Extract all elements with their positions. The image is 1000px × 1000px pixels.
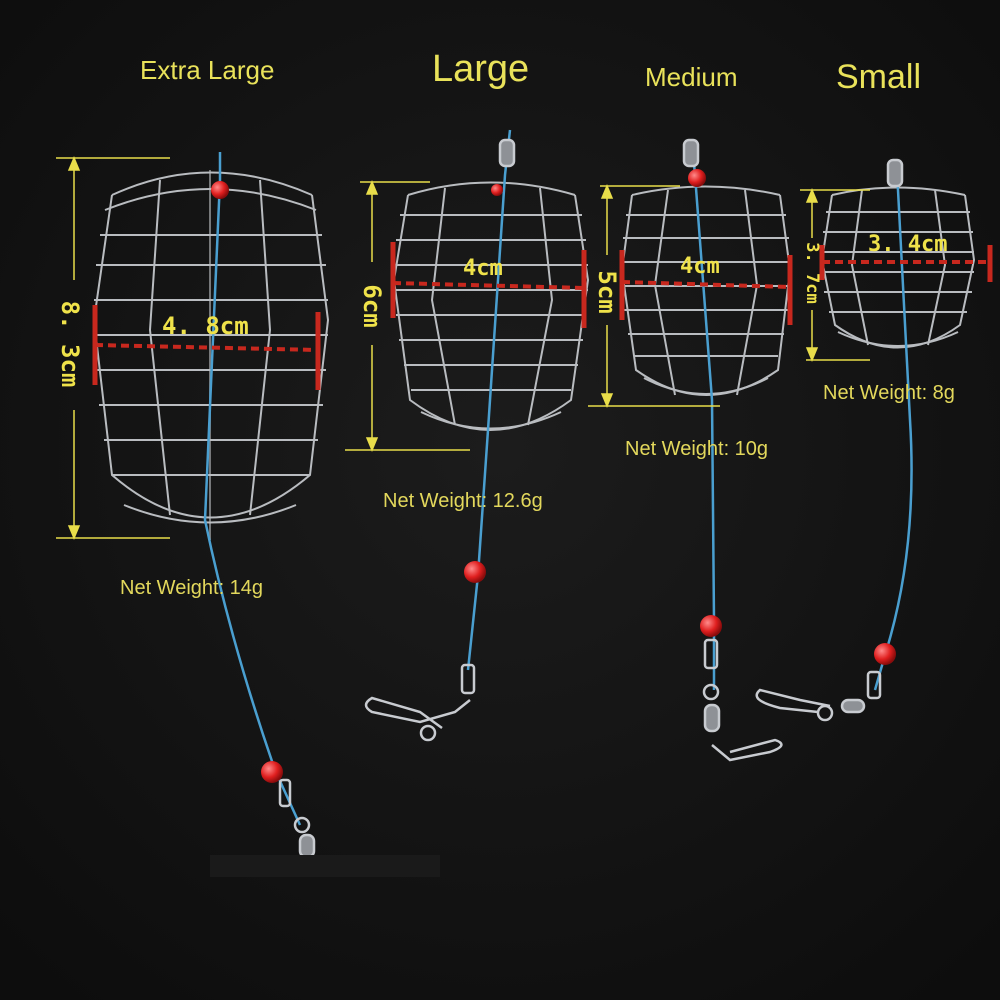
swivels-and-snaps — [278, 138, 904, 859]
width-label-small: 3. 4cm — [868, 232, 948, 257]
bead — [464, 561, 486, 583]
bead — [261, 761, 283, 783]
weight-label-medium: Net Weight: 10g — [625, 438, 769, 460]
table-reflection — [210, 855, 440, 877]
height-label-small: 3. 7cm — [802, 242, 822, 304]
size-label-large: Large — [432, 48, 530, 90]
width-label-large: 4cm — [463, 256, 503, 281]
weight-label-extra-large: Net Weight: 14g — [120, 577, 264, 599]
width-guides — [92, 242, 993, 390]
weight-label-small: Net Weight: 8g — [823, 382, 955, 404]
width-label-medium: 4cm — [680, 254, 720, 279]
height-label-medium: 5cm — [593, 270, 621, 314]
width-label-extra-large: 4. 8cm — [162, 312, 249, 340]
size-label-small: Small — [836, 58, 922, 96]
bead — [491, 184, 503, 196]
bead — [874, 643, 896, 665]
bead — [688, 169, 706, 187]
size-label-medium: Medium — [645, 62, 738, 92]
height-label-large: 6cm — [358, 284, 386, 328]
weight-label-large: Net Weight: 12.6g — [383, 490, 543, 512]
bead — [700, 615, 722, 637]
height-label-extra-large: 8. 3cm — [56, 300, 84, 388]
beads — [211, 169, 896, 783]
bead — [211, 181, 229, 199]
cage-large — [392, 181, 590, 431]
cage-small — [820, 186, 976, 349]
height-guides — [56, 156, 870, 540]
cage-extra-large — [92, 170, 330, 540]
size-label-extra-large: Extra Large — [140, 55, 275, 85]
